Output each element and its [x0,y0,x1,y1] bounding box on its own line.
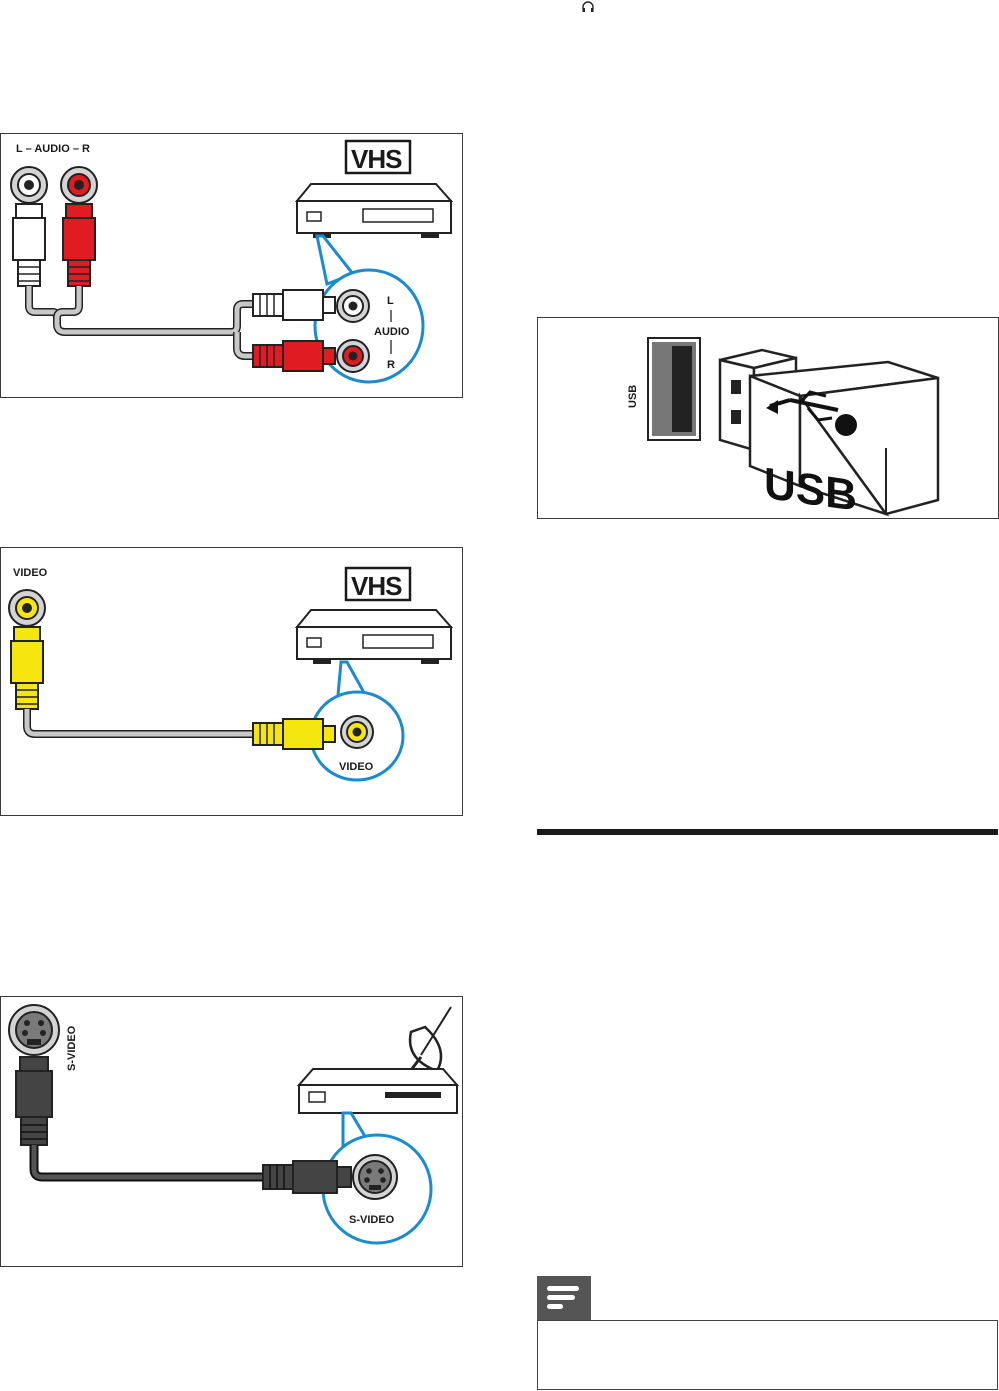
callout-label-r: R [387,359,395,371]
section-divider [537,829,998,835]
vhs-logo: VHS [351,571,402,601]
vhs-logo: VHS [351,144,402,174]
usb-port-label: USB [627,385,639,408]
callout-label-audio: AUDIO [374,326,410,338]
callout-label-l: L [387,295,394,307]
note-box [537,1320,998,1390]
satellite-receiver-icon [296,1068,460,1114]
tv-svideo-jack [8,1004,60,1056]
usb-stick-icon: USB [718,348,940,518]
usb-connection-diagram: USB USB [537,317,999,519]
note-icon [547,1286,579,1309]
audio-connection-diagram: L – AUDIO – R VHS [0,133,463,398]
headphone-icon [581,0,595,14]
svideo-connection-diagram: S-VIDEO [0,996,463,1267]
audio-port-label: L – AUDIO – R [16,143,90,155]
video-connection-diagram: VIDEO VHS [0,547,463,816]
callout-label-video: VIDEO [339,761,374,773]
tv-audio-right-jack [60,166,98,204]
vcr-device-icon [294,183,454,238]
tv-video-jack [8,589,46,627]
vcr-device-icon [294,609,454,664]
video-port-label: VIDEO [13,567,48,579]
callout-label-svideo: S-VIDEO [349,1214,395,1226]
note-tab [537,1276,591,1321]
tv-audio-left-jack [10,166,48,204]
usb-port-icon [647,337,701,441]
svideo-port-label: S-VIDEO [66,1025,78,1071]
